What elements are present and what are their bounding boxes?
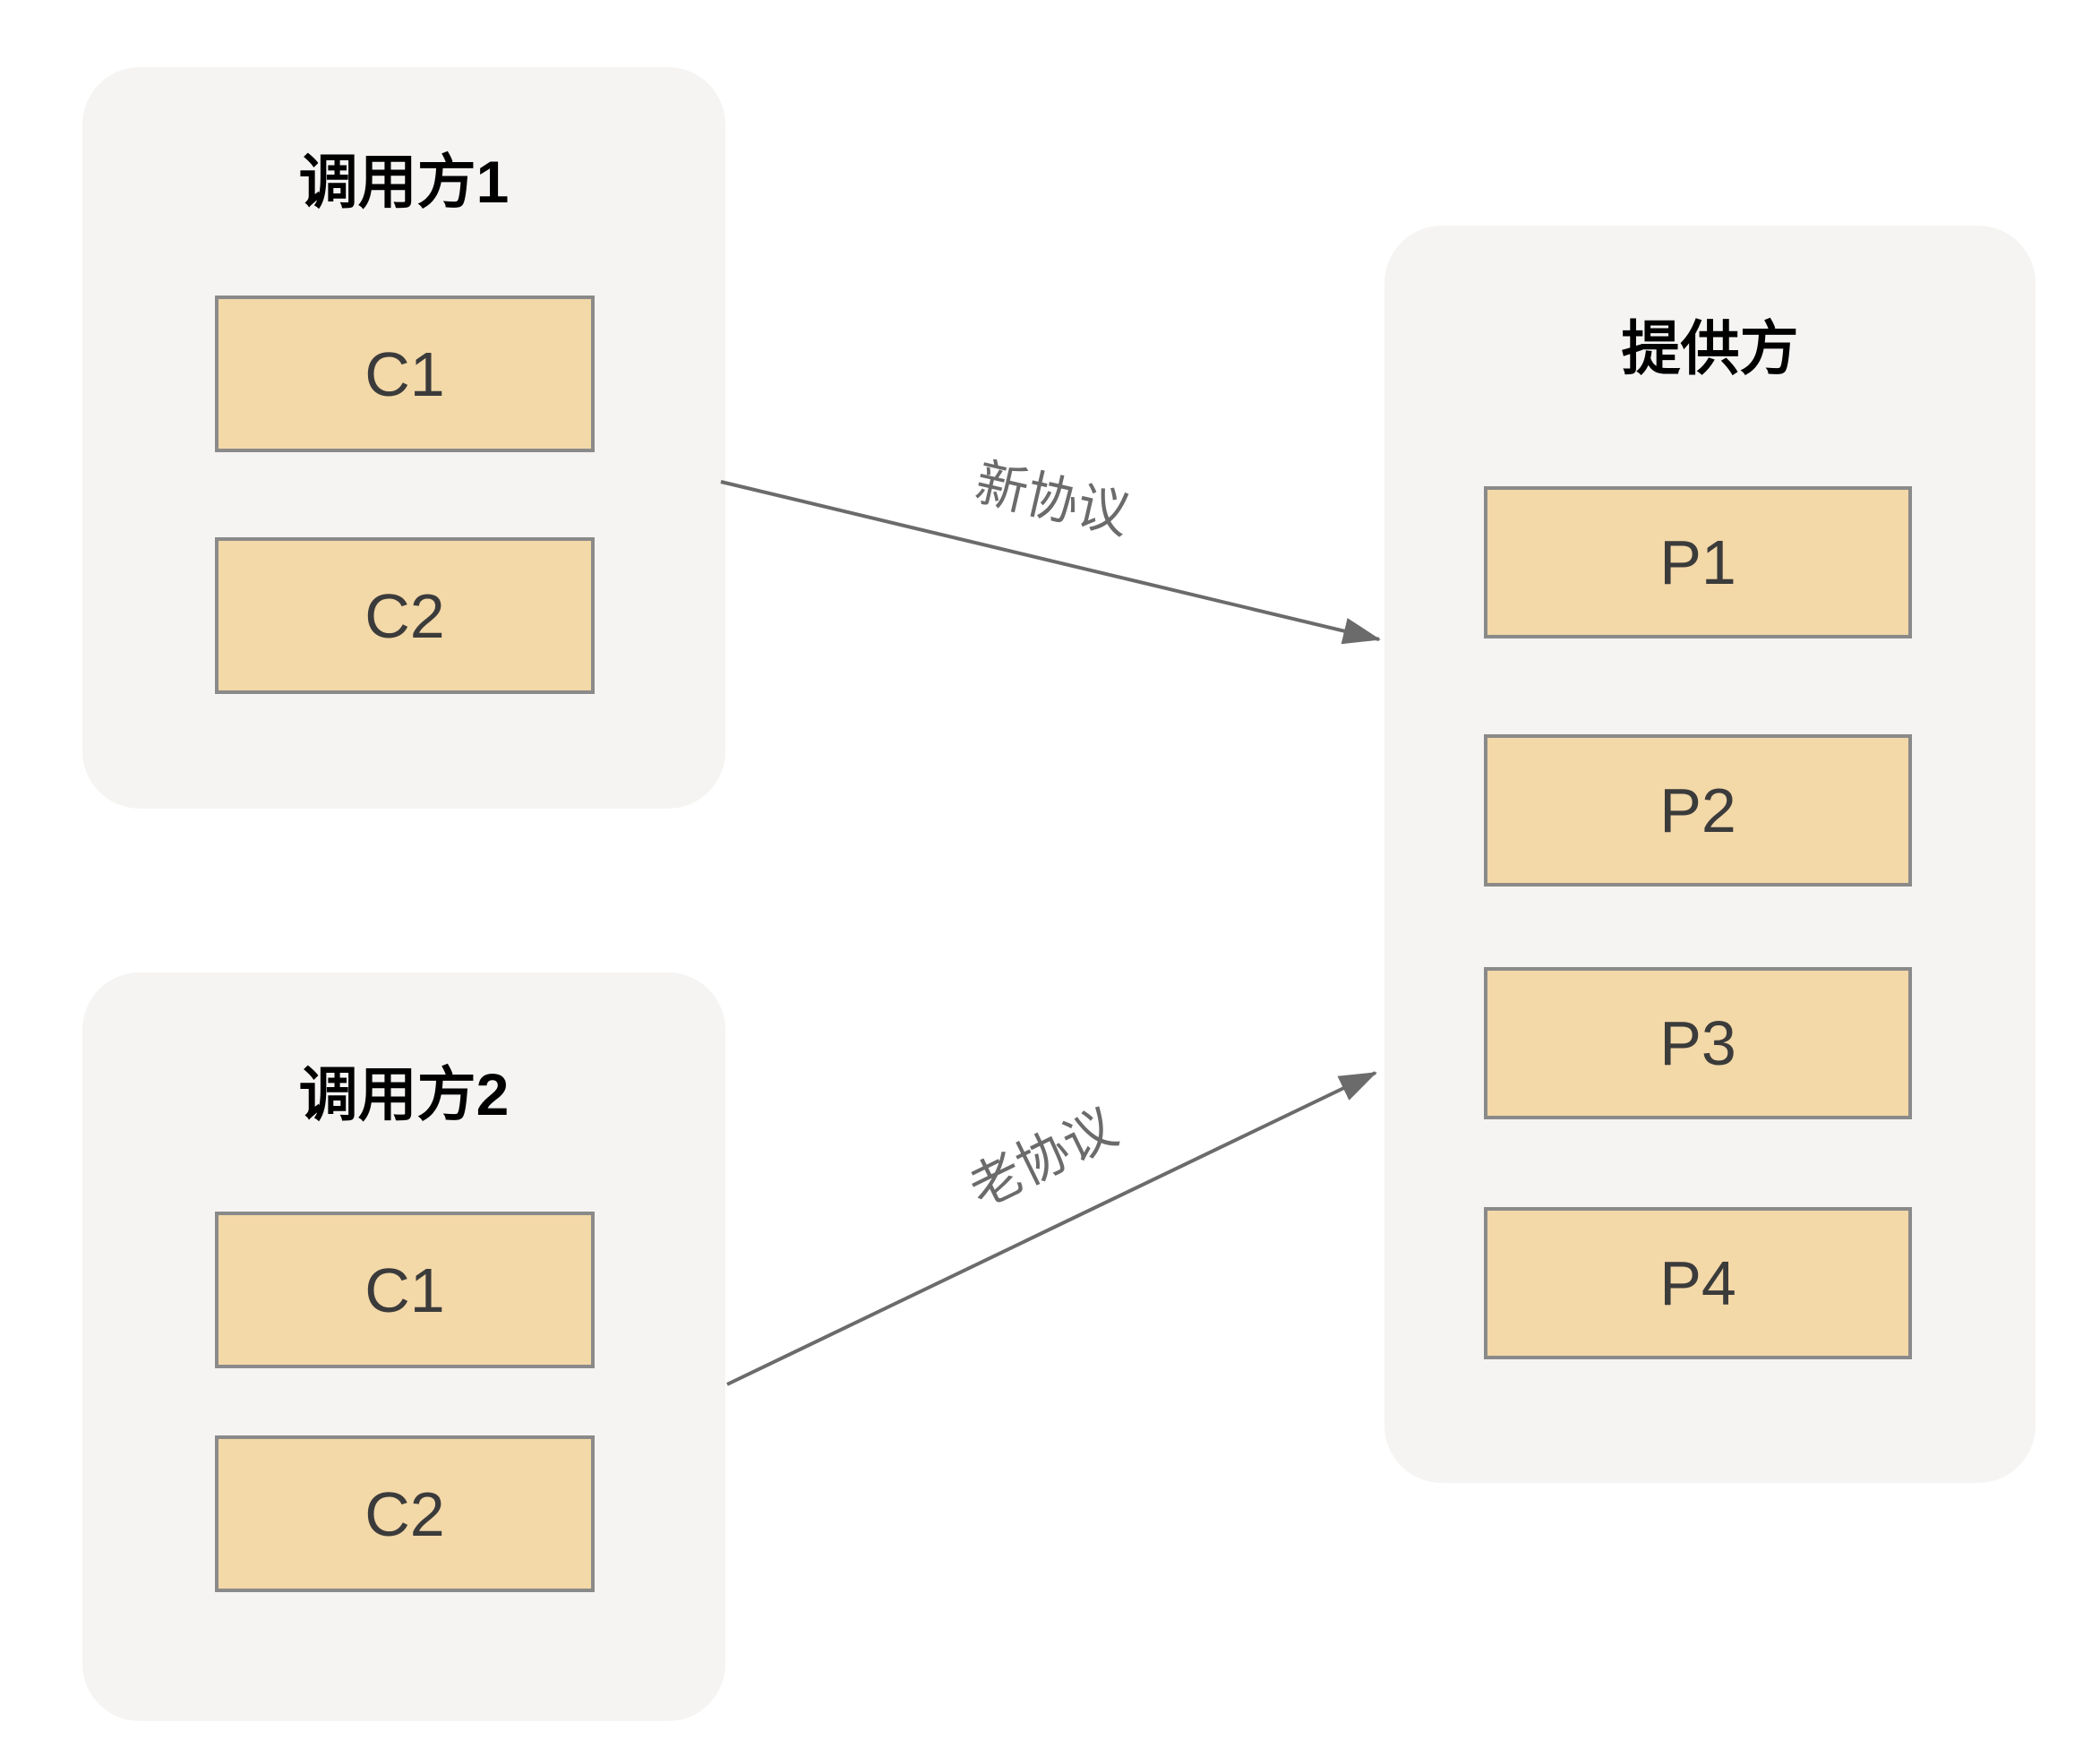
provider-node-p4: P4 <box>1484 1207 1912 1359</box>
arrow-old-protocol <box>726 1071 1377 1386</box>
provider-node-p1: P1 <box>1484 486 1912 638</box>
arrow-label-new-protocol: 新协议 <box>970 453 1136 545</box>
caller1-node-c2: C2 <box>215 537 595 694</box>
provider-node-p3: P3 <box>1484 967 1912 1119</box>
caller2-group: 调用方2 C1 C2 <box>82 972 725 1721</box>
provider-node-p2: P2 <box>1484 734 1912 887</box>
caller1-group: 调用方1 C1 C2 <box>82 67 725 809</box>
provider-title: 提供方 <box>1621 315 1799 381</box>
caller2-title: 调用方2 <box>298 1061 510 1127</box>
caller1-node-c1: C1 <box>215 296 595 452</box>
caller2-node-c2: C2 <box>215 1435 595 1592</box>
provider-group: 提供方 P1 P2 P3 P4 <box>1384 226 2036 1483</box>
arrow-label-old-protocol: 老协议 <box>960 1098 1127 1219</box>
caller1-title: 调用方1 <box>298 149 510 215</box>
caller2-node-c1: C1 <box>215 1212 595 1368</box>
